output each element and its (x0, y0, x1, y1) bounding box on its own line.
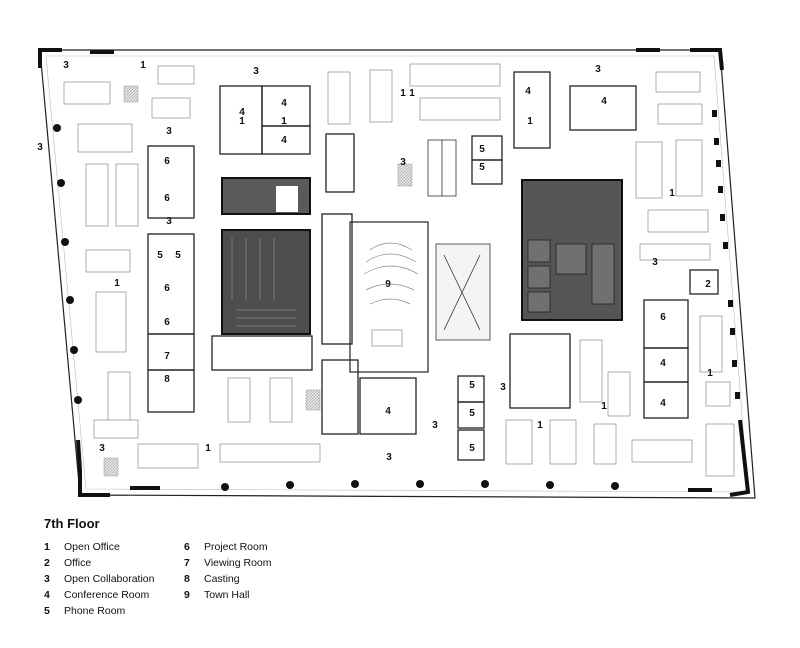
room-label: 3 (99, 443, 105, 454)
building-outline (39, 49, 756, 499)
legend-number: 2 (44, 557, 50, 569)
room-label: 8 (164, 374, 170, 385)
room-label: 4 (660, 358, 666, 369)
legend-label: Viewing Room (204, 557, 272, 569)
legend-number: 1 (44, 541, 50, 553)
legend-item: 4 Conference Room (44, 587, 154, 603)
room-label: 3 (37, 142, 43, 153)
perimeter-columns (53, 110, 740, 491)
room-label: 5 (479, 144, 485, 155)
town-hall (349, 221, 429, 373)
room-label: 3 (166, 126, 172, 137)
hatched-areas (103, 85, 413, 477)
room-label: 9 (385, 279, 391, 290)
room-label: 6 (164, 193, 170, 204)
room-label: 3 (63, 60, 69, 71)
room-label: 6 (164, 283, 170, 294)
legend-item: 7 Viewing Room (184, 555, 272, 571)
room-label: 5 (469, 408, 475, 419)
legend-item: 8 Casting (184, 571, 272, 587)
legend-column-1: 1 Open Office 2 Office 3 Open Collaboration 4 C… (44, 539, 154, 619)
room-label: 5 (479, 162, 485, 173)
room-label: 4 (281, 98, 287, 109)
room-label: 6 (660, 312, 666, 323)
room-label: 3 (386, 452, 392, 463)
legend-number: 8 (184, 573, 190, 585)
legend-label: Conference Room (64, 589, 150, 601)
room-label: 3 (652, 257, 658, 268)
room-label: 1 (205, 443, 211, 454)
room-label: 4 (601, 96, 607, 107)
legend-number: 7 (184, 557, 190, 569)
rooms (147, 71, 719, 461)
room-label: 1 (400, 88, 406, 99)
legend-column-2: 6 Project Room 7 Viewing Room 8 Casting 9 Town … (184, 539, 272, 603)
room-label: 1 (707, 368, 713, 379)
room-label: 1 (409, 88, 415, 99)
legend-label: Open Collaboration (64, 573, 155, 585)
legend-label: Phone Room (64, 605, 126, 617)
workstations (63, 63, 735, 477)
legend-label: Office (64, 557, 92, 569)
legend-item: 3 Open Collaboration (44, 571, 154, 587)
core-restrooms (221, 229, 311, 335)
room-label: 5 (469, 443, 475, 454)
room-label: 1 (601, 401, 607, 412)
room-label: 1 (281, 116, 287, 127)
room-label: 3 (432, 420, 438, 431)
legend-item: 6 Project Room (184, 539, 272, 555)
legend-label: Casting (204, 573, 240, 585)
room-label: 6 (164, 317, 170, 328)
room-label: 4 (660, 398, 666, 409)
central-stair (427, 139, 491, 341)
room-label: 2 (705, 279, 711, 290)
room-label: 3 (595, 64, 601, 75)
legend-item: 5 Phone Room (44, 603, 154, 619)
room-label: 6 (164, 156, 170, 167)
room-label: 3 (166, 216, 172, 227)
room-label: 3 (500, 382, 506, 393)
legend-number: 4 (44, 589, 50, 601)
legend-label: Open Office (64, 541, 120, 553)
room-label: 1 (527, 116, 533, 127)
room-label: 5 (469, 380, 475, 391)
floor-title: 7th Floor (44, 516, 100, 531)
legend-label: Project Room (204, 541, 268, 553)
legend-number: 3 (44, 573, 50, 585)
town-hall-seats (363, 242, 419, 347)
room-label: 1 (669, 188, 675, 199)
room-label: 1 (537, 420, 543, 431)
legend-label: Town Hall (204, 589, 250, 601)
room-label: 3 (400, 157, 406, 168)
room-label: 3 (253, 66, 259, 77)
legend-number: 9 (184, 589, 190, 601)
legend-number: 5 (44, 605, 50, 617)
room-label: 4 (385, 406, 391, 417)
room-label: 4 (525, 86, 531, 97)
room-label: 1 (239, 116, 245, 127)
room-label: 5 (157, 250, 163, 261)
room-label: 5 (175, 250, 181, 261)
room-label: 7 (164, 351, 170, 362)
legend-item: 1 Open Office (44, 539, 154, 555)
room-label: 1 (140, 60, 146, 71)
room-label: 1 (114, 278, 120, 289)
exterior-wall-segments (38, 48, 751, 497)
legend-item: 2 Office (44, 555, 154, 571)
room-label: 4 (239, 107, 245, 118)
legend-number: 6 (184, 541, 190, 553)
room-label: 4 (281, 135, 287, 146)
legend-item: 9 Town Hall (184, 587, 272, 603)
